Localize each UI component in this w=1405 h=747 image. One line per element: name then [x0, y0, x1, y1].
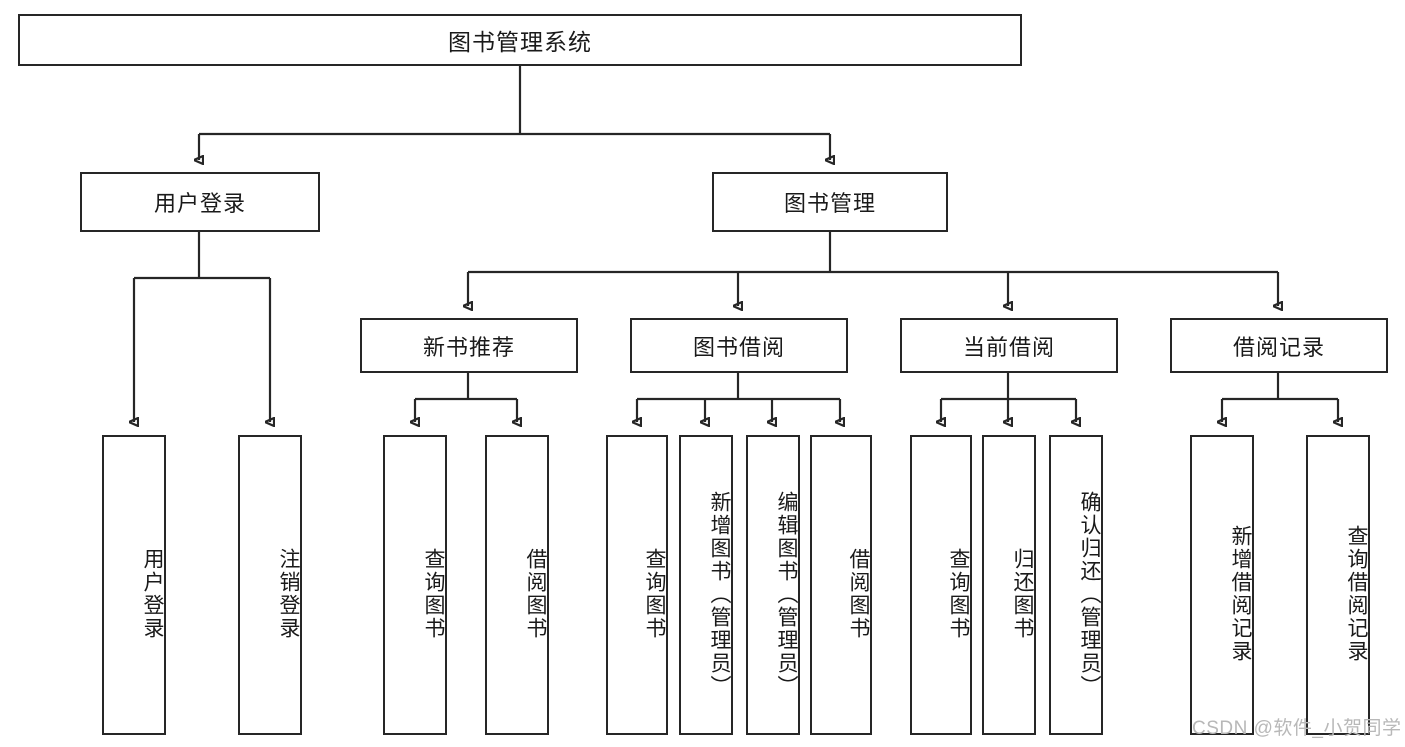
node-current-borrow[interactable]: 当前借阅 — [900, 318, 1118, 373]
leaf-confirm-return-label: 确认归还（管理员） — [1078, 490, 1101, 698]
leaf-return-book[interactable]: 归还图书 — [982, 435, 1036, 735]
leaf-user-logout[interactable]: 注销登录 — [238, 435, 302, 735]
leaf-borrow-book-2-label: 借阅图书 — [847, 548, 870, 640]
leaf-add-record[interactable]: 新增借阅记录 — [1190, 435, 1254, 735]
leaf-user-login[interactable]: 用户登录 — [102, 435, 166, 735]
leaf-borrow-book-2[interactable]: 借阅图书 — [810, 435, 872, 735]
node-current-borrow-label: 当前借阅 — [962, 334, 1055, 360]
watermark: CSDN @软件_小贺同学 — [1192, 718, 1402, 739]
node-book-management[interactable]: 图书管理 — [712, 172, 948, 232]
leaf-edit-book[interactable]: 编辑图书（管理员） — [746, 435, 800, 735]
node-book-management-label: 图书管理 — [783, 191, 876, 216]
leaf-query-record-label: 查询借阅记录 — [1345, 525, 1368, 663]
node-new-book-recommend[interactable]: 新书推荐 — [360, 318, 578, 373]
node-borrow-record-label: 借阅记录 — [1232, 334, 1325, 360]
leaf-query-book-3-label: 查询图书 — [947, 548, 970, 640]
node-book-borrow-label: 图书借阅 — [692, 334, 785, 360]
leaf-query-book-1-label: 查询图书 — [422, 548, 445, 640]
leaf-query-book-1[interactable]: 查询图书 — [383, 435, 447, 735]
leaf-user-logout-label: 注销登录 — [277, 548, 300, 640]
leaf-query-record[interactable]: 查询借阅记录 — [1306, 435, 1370, 735]
leaf-add-book-label: 新增图书（管理员） — [708, 490, 731, 698]
node-new-book-recommend-label: 新书推荐 — [422, 334, 515, 360]
leaf-edit-book-label: 编辑图书（管理员） — [775, 490, 798, 698]
node-book-borrow[interactable]: 图书借阅 — [630, 318, 848, 373]
node-borrow-record[interactable]: 借阅记录 — [1170, 318, 1388, 373]
node-user-login[interactable]: 用户登录 — [80, 172, 320, 232]
leaf-user-login-label: 用户登录 — [141, 548, 164, 640]
leaf-confirm-return[interactable]: 确认归还（管理员） — [1049, 435, 1103, 735]
leaf-add-record-label: 新增借阅记录 — [1229, 525, 1252, 663]
node-root[interactable]: 图书管理系统 — [18, 14, 1022, 66]
leaf-borrow-book-1-label: 借阅图书 — [524, 548, 547, 640]
node-root-label: 图书管理系统 — [448, 29, 592, 55]
leaf-add-book[interactable]: 新增图书（管理员） — [679, 435, 733, 735]
leaf-query-book-3[interactable]: 查询图书 — [910, 435, 972, 735]
leaf-query-book-2[interactable]: 查询图书 — [606, 435, 668, 735]
leaf-borrow-book-1[interactable]: 借阅图书 — [485, 435, 549, 735]
leaf-query-book-2-label: 查询图书 — [643, 548, 666, 640]
node-user-login-label: 用户登录 — [153, 191, 246, 216]
leaf-return-book-label: 归还图书 — [1011, 548, 1034, 640]
